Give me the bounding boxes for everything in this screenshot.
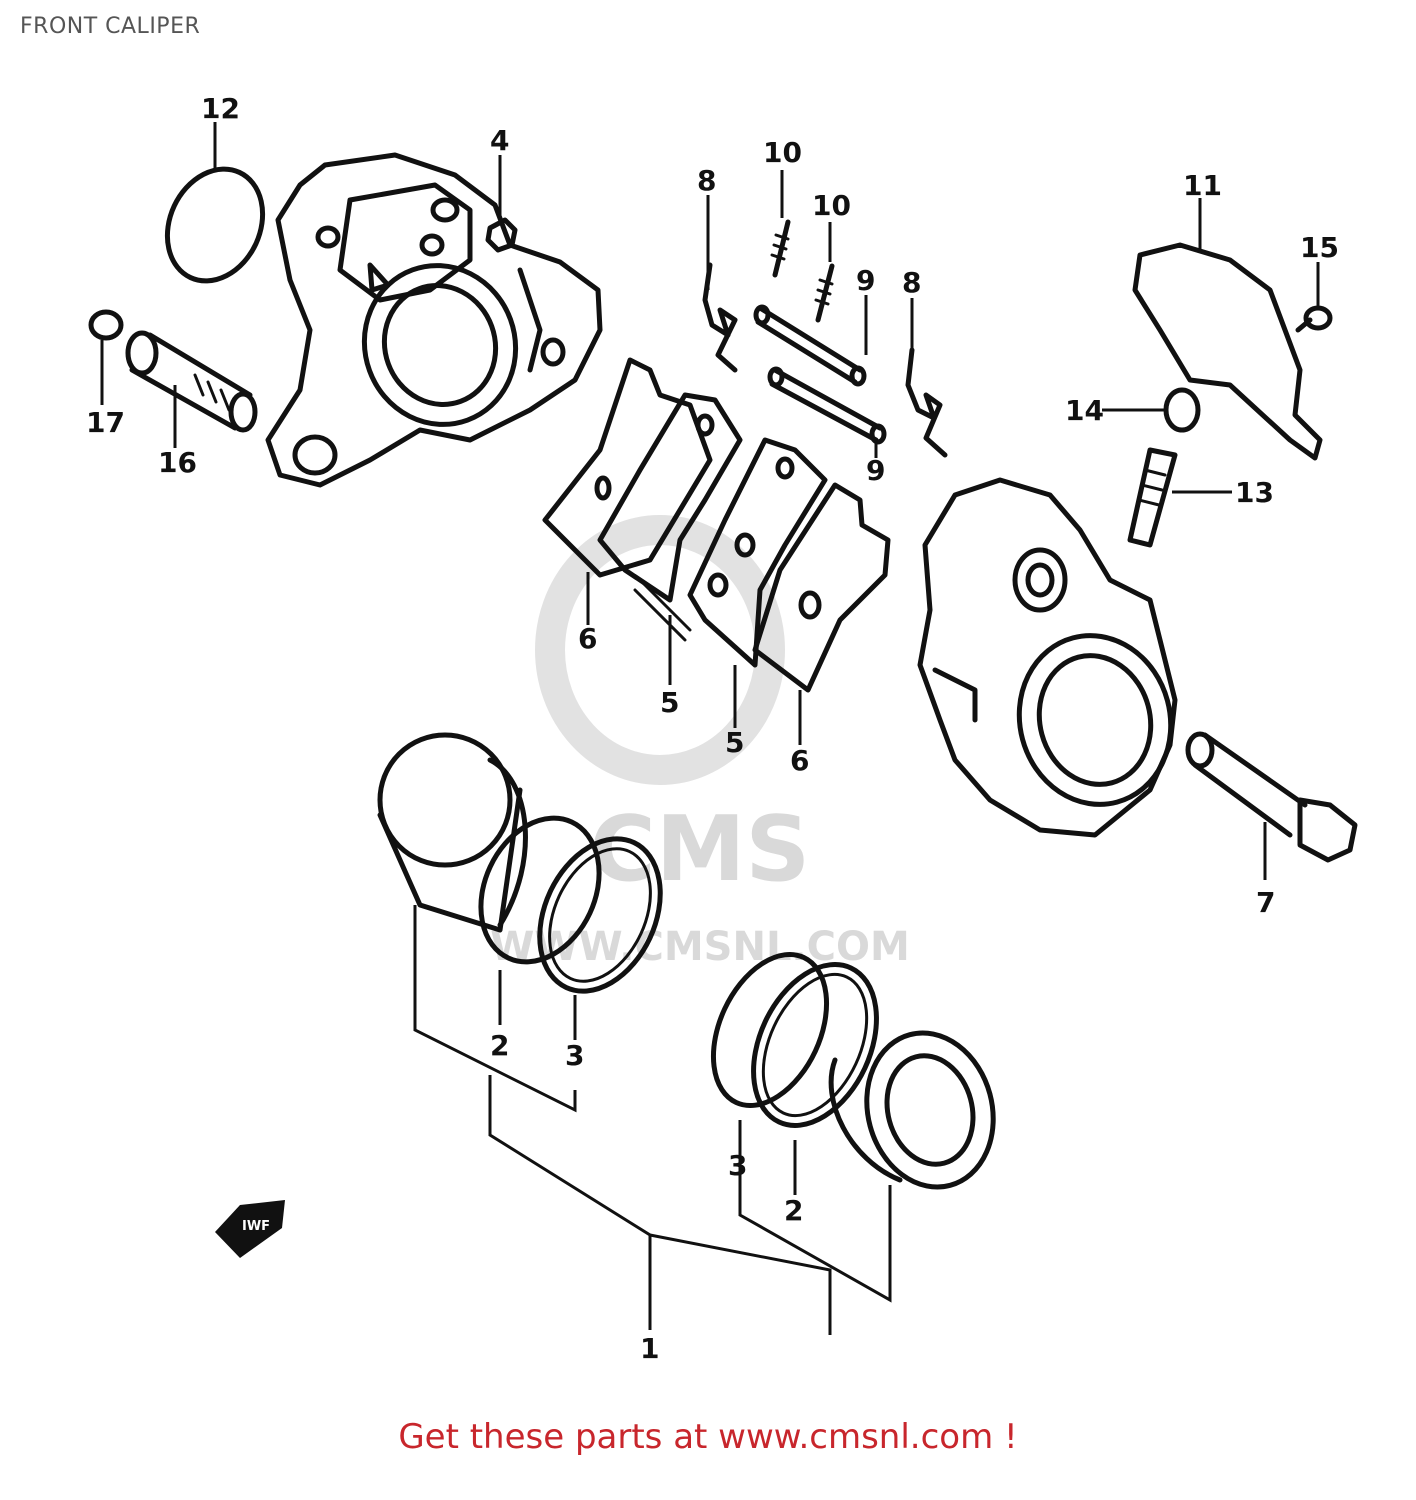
caliper-housing-right: [917, 477, 1178, 838]
pin-part-16: [125, 330, 258, 448]
pin-part-10-a: [770, 170, 791, 278]
callout-5-right: 5: [725, 726, 744, 759]
callout-9-top: 9: [856, 264, 875, 297]
callout-6-right: 6: [790, 744, 809, 777]
callout-10-top: 10: [763, 136, 802, 169]
spring-part-8-right: [905, 298, 948, 458]
callout-7: 7: [1256, 886, 1275, 919]
piston-set-bracket-lines: [413, 905, 892, 1335]
callout-13: 13: [1235, 476, 1274, 509]
cap-part-14: [1102, 387, 1201, 433]
callout-1: 1: [640, 1332, 659, 1365]
cap-part-17: [88, 309, 124, 405]
callout-9-bottom: 9: [866, 454, 885, 487]
front-direction-arrow-icon: IWF: [215, 1200, 285, 1258]
callout-11: 11: [1183, 169, 1222, 202]
callout-16: 16: [158, 446, 197, 479]
piston-right: [828, 1030, 996, 1190]
callout-10-second: 10: [812, 189, 851, 222]
caliper-housing-left: [265, 152, 603, 488]
piston-seal-part-3-left: [537, 836, 663, 994]
callout-15: 15: [1300, 231, 1339, 264]
callout-8-left: 8: [697, 164, 716, 197]
piston-left: [377, 732, 528, 933]
shim-part-6-left: [542, 357, 713, 625]
callout-17: 17: [86, 406, 125, 439]
brake-pad-part-5-right: [687, 437, 828, 728]
piston-seal-part-3-right: [710, 951, 830, 1109]
footer-link[interactable]: Get these parts at www.cmsnl.com !: [398, 1417, 1018, 1457]
callout-14: 14: [1065, 394, 1104, 427]
bleeder-part-13: [1127, 447, 1232, 548]
pin-part-10-b: [814, 222, 835, 323]
screw-part-15: [1295, 262, 1333, 333]
dust-seal-part-2-right: [751, 962, 879, 1128]
brake-pad-part-5-left: [597, 392, 743, 685]
o-ring-part-12: [164, 122, 266, 284]
callout-2-left: 2: [490, 1029, 509, 1062]
pad-pin-part-9-a: [753, 295, 868, 387]
shim-part-6-right: [752, 482, 891, 745]
callout-3-left: 3: [565, 1039, 584, 1072]
callout-6-left: 6: [578, 622, 597, 655]
cover-part-11: [1132, 198, 1323, 461]
nut-part-4: [485, 155, 518, 253]
arrow-badge-label: IWF: [242, 1219, 270, 1234]
callout-12: 12: [201, 92, 240, 125]
page-title: FRONT CALIPER: [20, 14, 201, 39]
watermark-url: WWW.CMSNL.COM: [490, 924, 910, 970]
callout-5-left: 5: [660, 686, 679, 719]
bolt-part-7: [1185, 731, 1358, 880]
callout-8-right: 8: [902, 266, 921, 299]
dust-seal-part-2-left: [478, 815, 602, 965]
spring-part-8-left: [702, 195, 738, 373]
callout-2-right: 2: [784, 1194, 803, 1227]
callout-3-right: 3: [728, 1149, 747, 1182]
cms-watermark: CMS WWW.CMSNL.COM: [490, 515, 910, 970]
callout-4: 4: [490, 124, 509, 157]
pad-pin-part-9-b: [767, 366, 887, 458]
